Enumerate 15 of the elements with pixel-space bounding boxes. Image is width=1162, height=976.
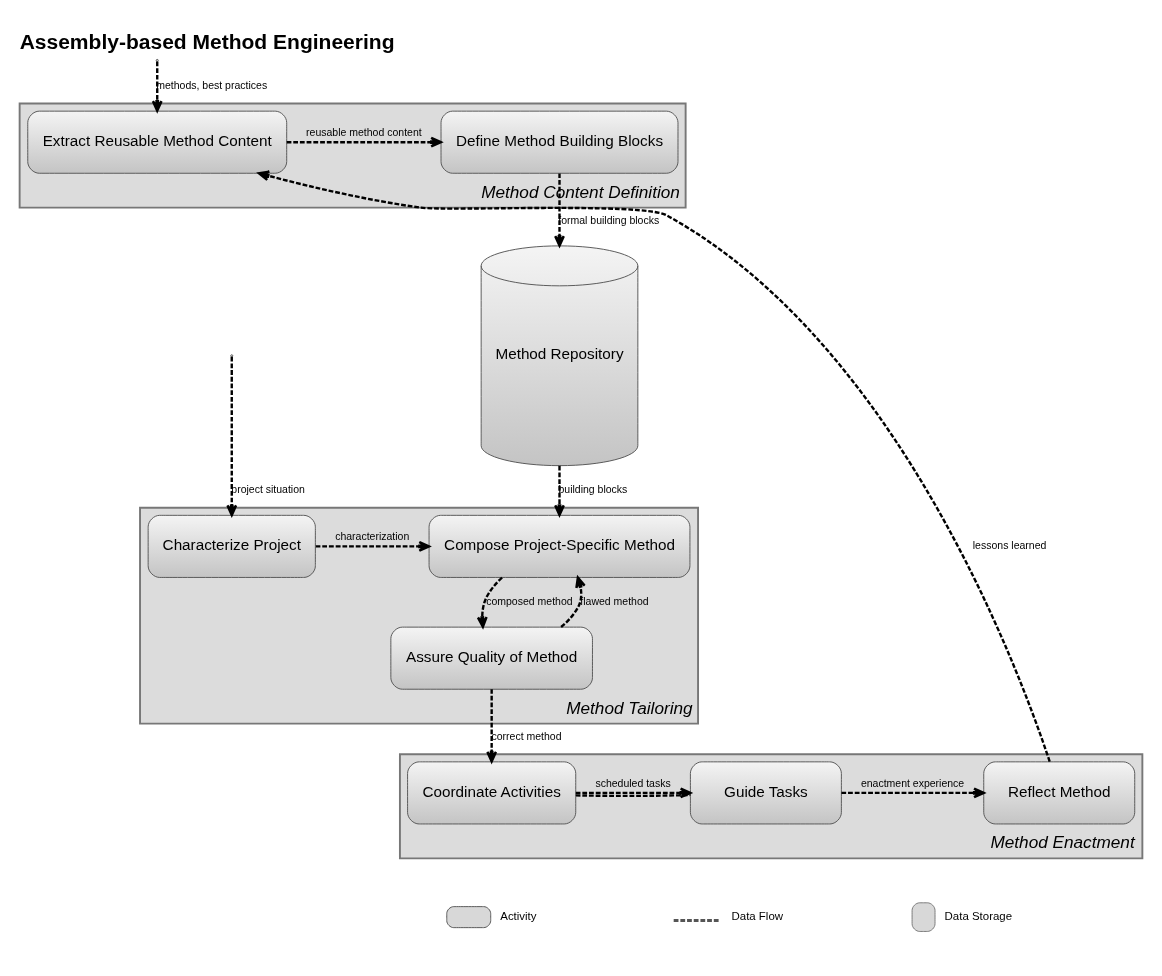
- edge-label: enactment experience: [860, 776, 965, 789]
- edge-label: flawed method: [580, 594, 649, 607]
- edge-label: correct method: [491, 729, 562, 742]
- edge-label: lessons learned: [972, 538, 1047, 551]
- diagram-title: Assembly-based Method Engineering: [19, 29, 395, 53]
- edge-label: building blocks: [558, 482, 628, 495]
- edge-label: characterization: [335, 529, 410, 542]
- edge-label: methods, best practices: [156, 78, 268, 91]
- legend-label: Data Storage: [944, 909, 1013, 922]
- edge-label: project situation: [231, 482, 305, 495]
- edge-label: composed method: [486, 594, 573, 607]
- edge-label: scheduled tasks: [595, 776, 671, 789]
- legend-label: Activity: [500, 909, 537, 922]
- edge-label: reusable method content: [306, 125, 422, 138]
- legend-label: Data Flow: [731, 909, 784, 922]
